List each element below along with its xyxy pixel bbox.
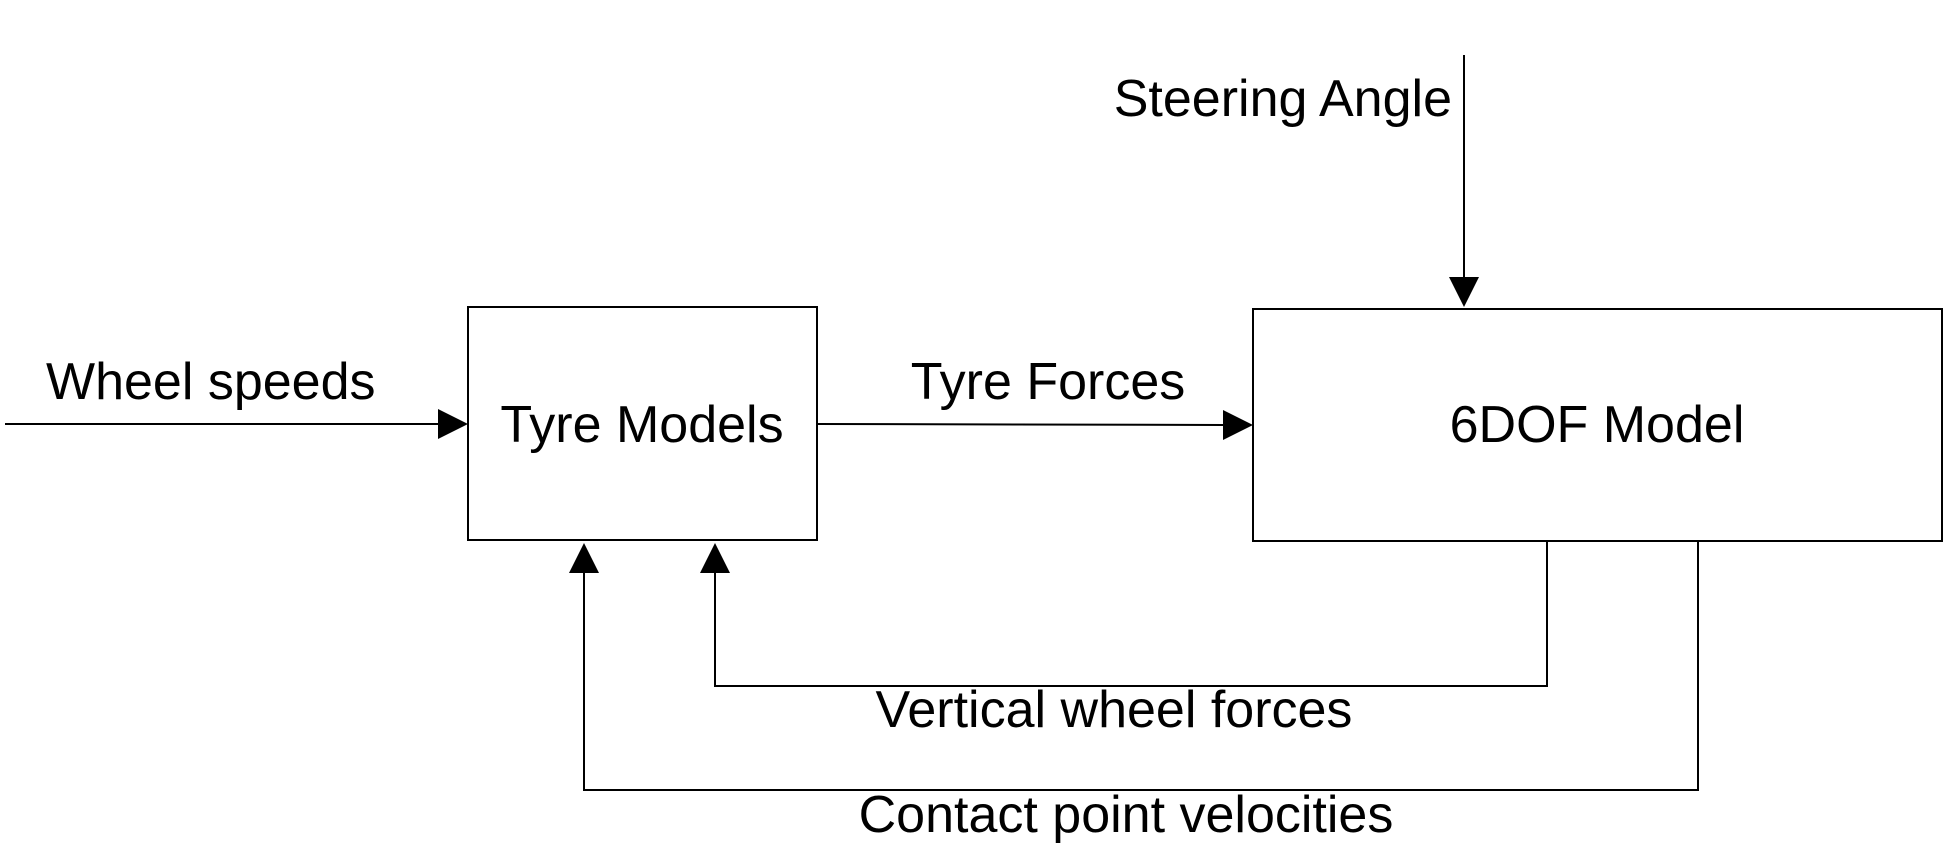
vertical-wheel-forces-arrowhead [700, 543, 730, 573]
wheel-speeds-arrowhead [438, 409, 468, 439]
tyre-models-label: Tyre Models [500, 396, 783, 454]
tyre-models-block [467, 306, 818, 541]
wheel-speeds-label: Wheel speeds [46, 353, 376, 411]
six-dof-model-label: 6DOF Model [1450, 396, 1745, 454]
tyre-forces-label: Tyre Forces [911, 353, 1186, 411]
steering-angle-arrowhead [1449, 277, 1479, 307]
vertical-wheel-forces-label: Vertical wheel forces [876, 681, 1353, 739]
steering-angle-label: Steering Angle [1114, 70, 1452, 128]
vertical-wheel-forces-line [714, 541, 1548, 687]
contact-point-velocities-arrowhead [569, 543, 599, 573]
six-dof-model-block [1252, 308, 1943, 542]
contact-point-velocities-line [583, 541, 1699, 791]
tyre-forces-arrowhead [1223, 410, 1253, 440]
contact-point-velocities-label: Contact point velocities [859, 786, 1394, 844]
tyre-forces-line [816, 423, 1224, 426]
